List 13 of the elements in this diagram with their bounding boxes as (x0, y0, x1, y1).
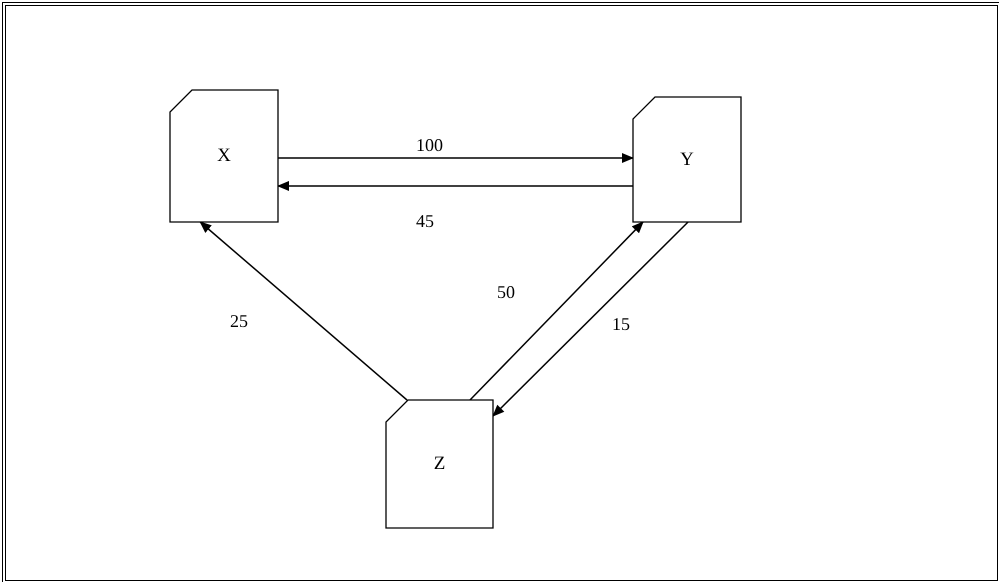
edge-label: 100 (416, 135, 443, 156)
node-label: Z (434, 453, 446, 475)
arrow (278, 153, 634, 163)
node-label: Y (680, 148, 694, 170)
edge-label: 15 (612, 314, 630, 335)
edge-label: 25 (230, 311, 248, 332)
edge-label: 50 (497, 282, 515, 303)
edge-label: 45 (416, 211, 434, 232)
arrow (469, 221, 644, 401)
arrow (199, 221, 408, 401)
node-label: X (217, 145, 231, 167)
arrow (277, 180, 633, 191)
arrow (492, 221, 689, 417)
